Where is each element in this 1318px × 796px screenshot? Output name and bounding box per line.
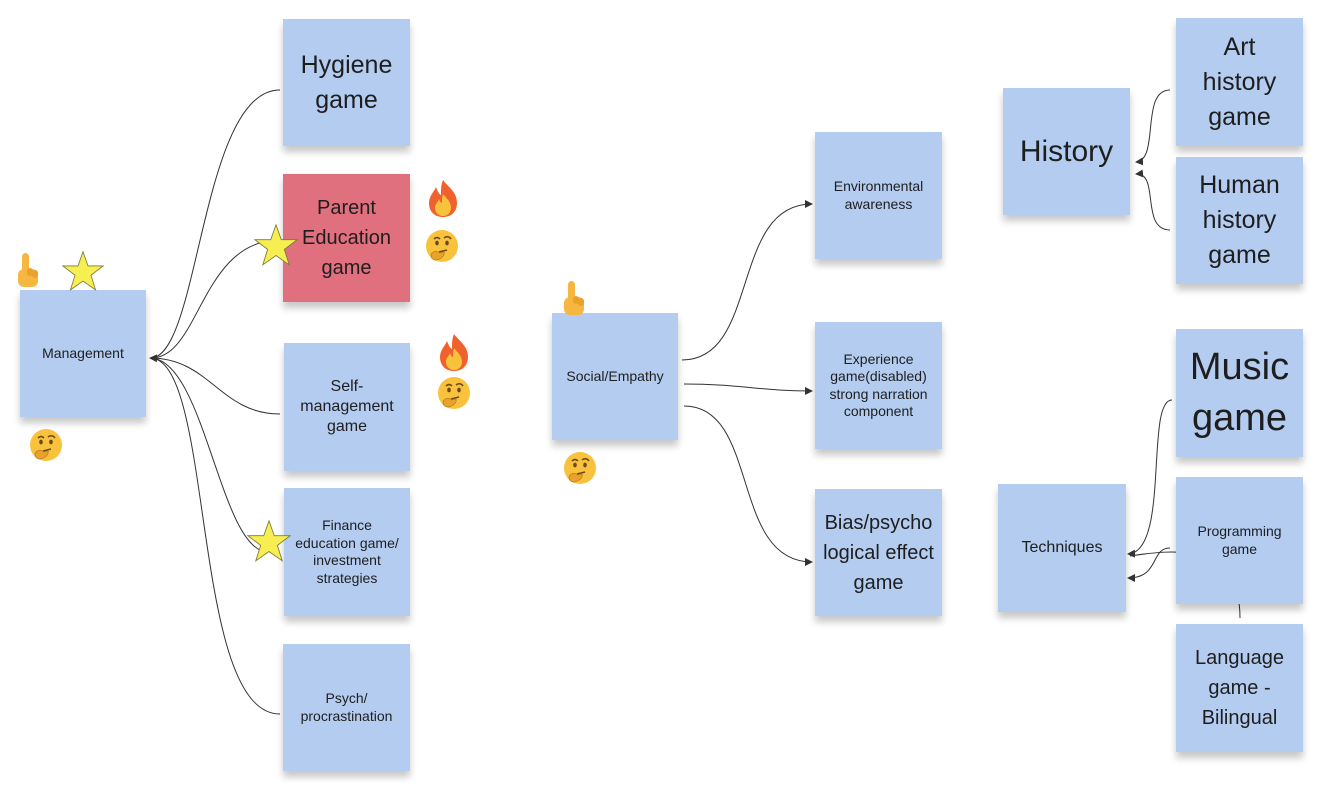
- sticky-note-hygiene-game[interactable]: Hygiene game: [283, 19, 410, 146]
- sticky-note-techniques[interactable]: Techniques: [998, 484, 1126, 612]
- note-text: Hygiene game: [300, 50, 393, 114]
- note-text: Human history game: [1199, 171, 1280, 269]
- connector-music-techniques: [1127, 399, 1173, 558]
- connector-social-environmental: [681, 200, 813, 361]
- connector-social-experience: [683, 383, 813, 395]
- note-text: Management: [42, 344, 124, 361]
- connector-human-history: [1135, 169, 1171, 231]
- sticky-note-social-empathy[interactable]: Social/Empathy: [552, 313, 678, 440]
- note-text: Finance education game/ investment strat…: [295, 517, 399, 586]
- connector-social-bias: [683, 405, 813, 566]
- sticky-note-psych-procrastination[interactable]: Psych/ procrastination: [283, 644, 410, 771]
- note-text: Self-management game: [300, 378, 394, 435]
- note-text: Programming game: [1197, 523, 1282, 557]
- sticky-note-art-history-game[interactable]: Art history game: [1176, 18, 1303, 146]
- thinking-face-icon[interactable]: [424, 228, 460, 264]
- sticky-note-history[interactable]: History: [1003, 88, 1130, 215]
- note-text: Parent Education game: [302, 197, 391, 279]
- note-text: Experience game(disabled) strong narrati…: [829, 350, 928, 420]
- sticky-note-bias-psychological-effect-game[interactable]: Bias/psychological effect game: [815, 489, 942, 616]
- sticky-note-human-history-game[interactable]: Human history game: [1176, 157, 1303, 284]
- note-text: Techniques: [1021, 539, 1103, 556]
- pointing-up-icon[interactable]: [14, 251, 42, 291]
- note-text: Social/Empathy: [566, 367, 664, 384]
- star-icon[interactable]: [62, 250, 104, 292]
- sticky-note-parent-education-game[interactable]: Parent Education game: [283, 174, 410, 302]
- note-text: History: [1019, 134, 1114, 168]
- sticky-note-music-game[interactable]: Music game: [1176, 329, 1303, 457]
- note-text: Environmental awareness: [833, 178, 924, 212]
- connector-management-self: [149, 357, 281, 415]
- thinking-face-icon[interactable]: [436, 375, 472, 411]
- sticky-note-language-game[interactable]: Language game - Bilingual: [1176, 624, 1303, 752]
- star-icon[interactable]: [254, 223, 298, 267]
- sticky-note-environmental-awareness[interactable]: Environmental awareness: [815, 132, 942, 259]
- thinking-face-icon[interactable]: [562, 450, 598, 486]
- note-text: Art history game: [1202, 32, 1277, 131]
- note-text: Psych/ procrastination: [300, 690, 393, 724]
- connector-art-history: [1135, 89, 1171, 166]
- sticky-note-self-management-game[interactable]: Self-management game: [284, 343, 410, 471]
- connector-programming-techniques: [1127, 547, 1171, 582]
- note-text: Music game: [1189, 345, 1290, 439]
- pointing-up-icon[interactable]: [560, 279, 588, 319]
- fire-icon[interactable]: [436, 332, 472, 372]
- sticky-note-experience-game[interactable]: Experience game(disabled) strong narrati…: [815, 322, 942, 449]
- thinking-face-icon[interactable]: [28, 427, 64, 463]
- sticky-note-management[interactable]: Management: [20, 290, 146, 417]
- note-text: Language game - Bilingual: [1195, 647, 1284, 729]
- fire-icon[interactable]: [425, 178, 461, 218]
- note-text: Bias/psychological effect game: [823, 511, 934, 594]
- sticky-note-programming-game[interactable]: Programming game: [1176, 477, 1303, 604]
- sticky-note-finance-education-game[interactable]: Finance education game/ investment strat…: [284, 488, 410, 616]
- star-icon[interactable]: [247, 519, 291, 563]
